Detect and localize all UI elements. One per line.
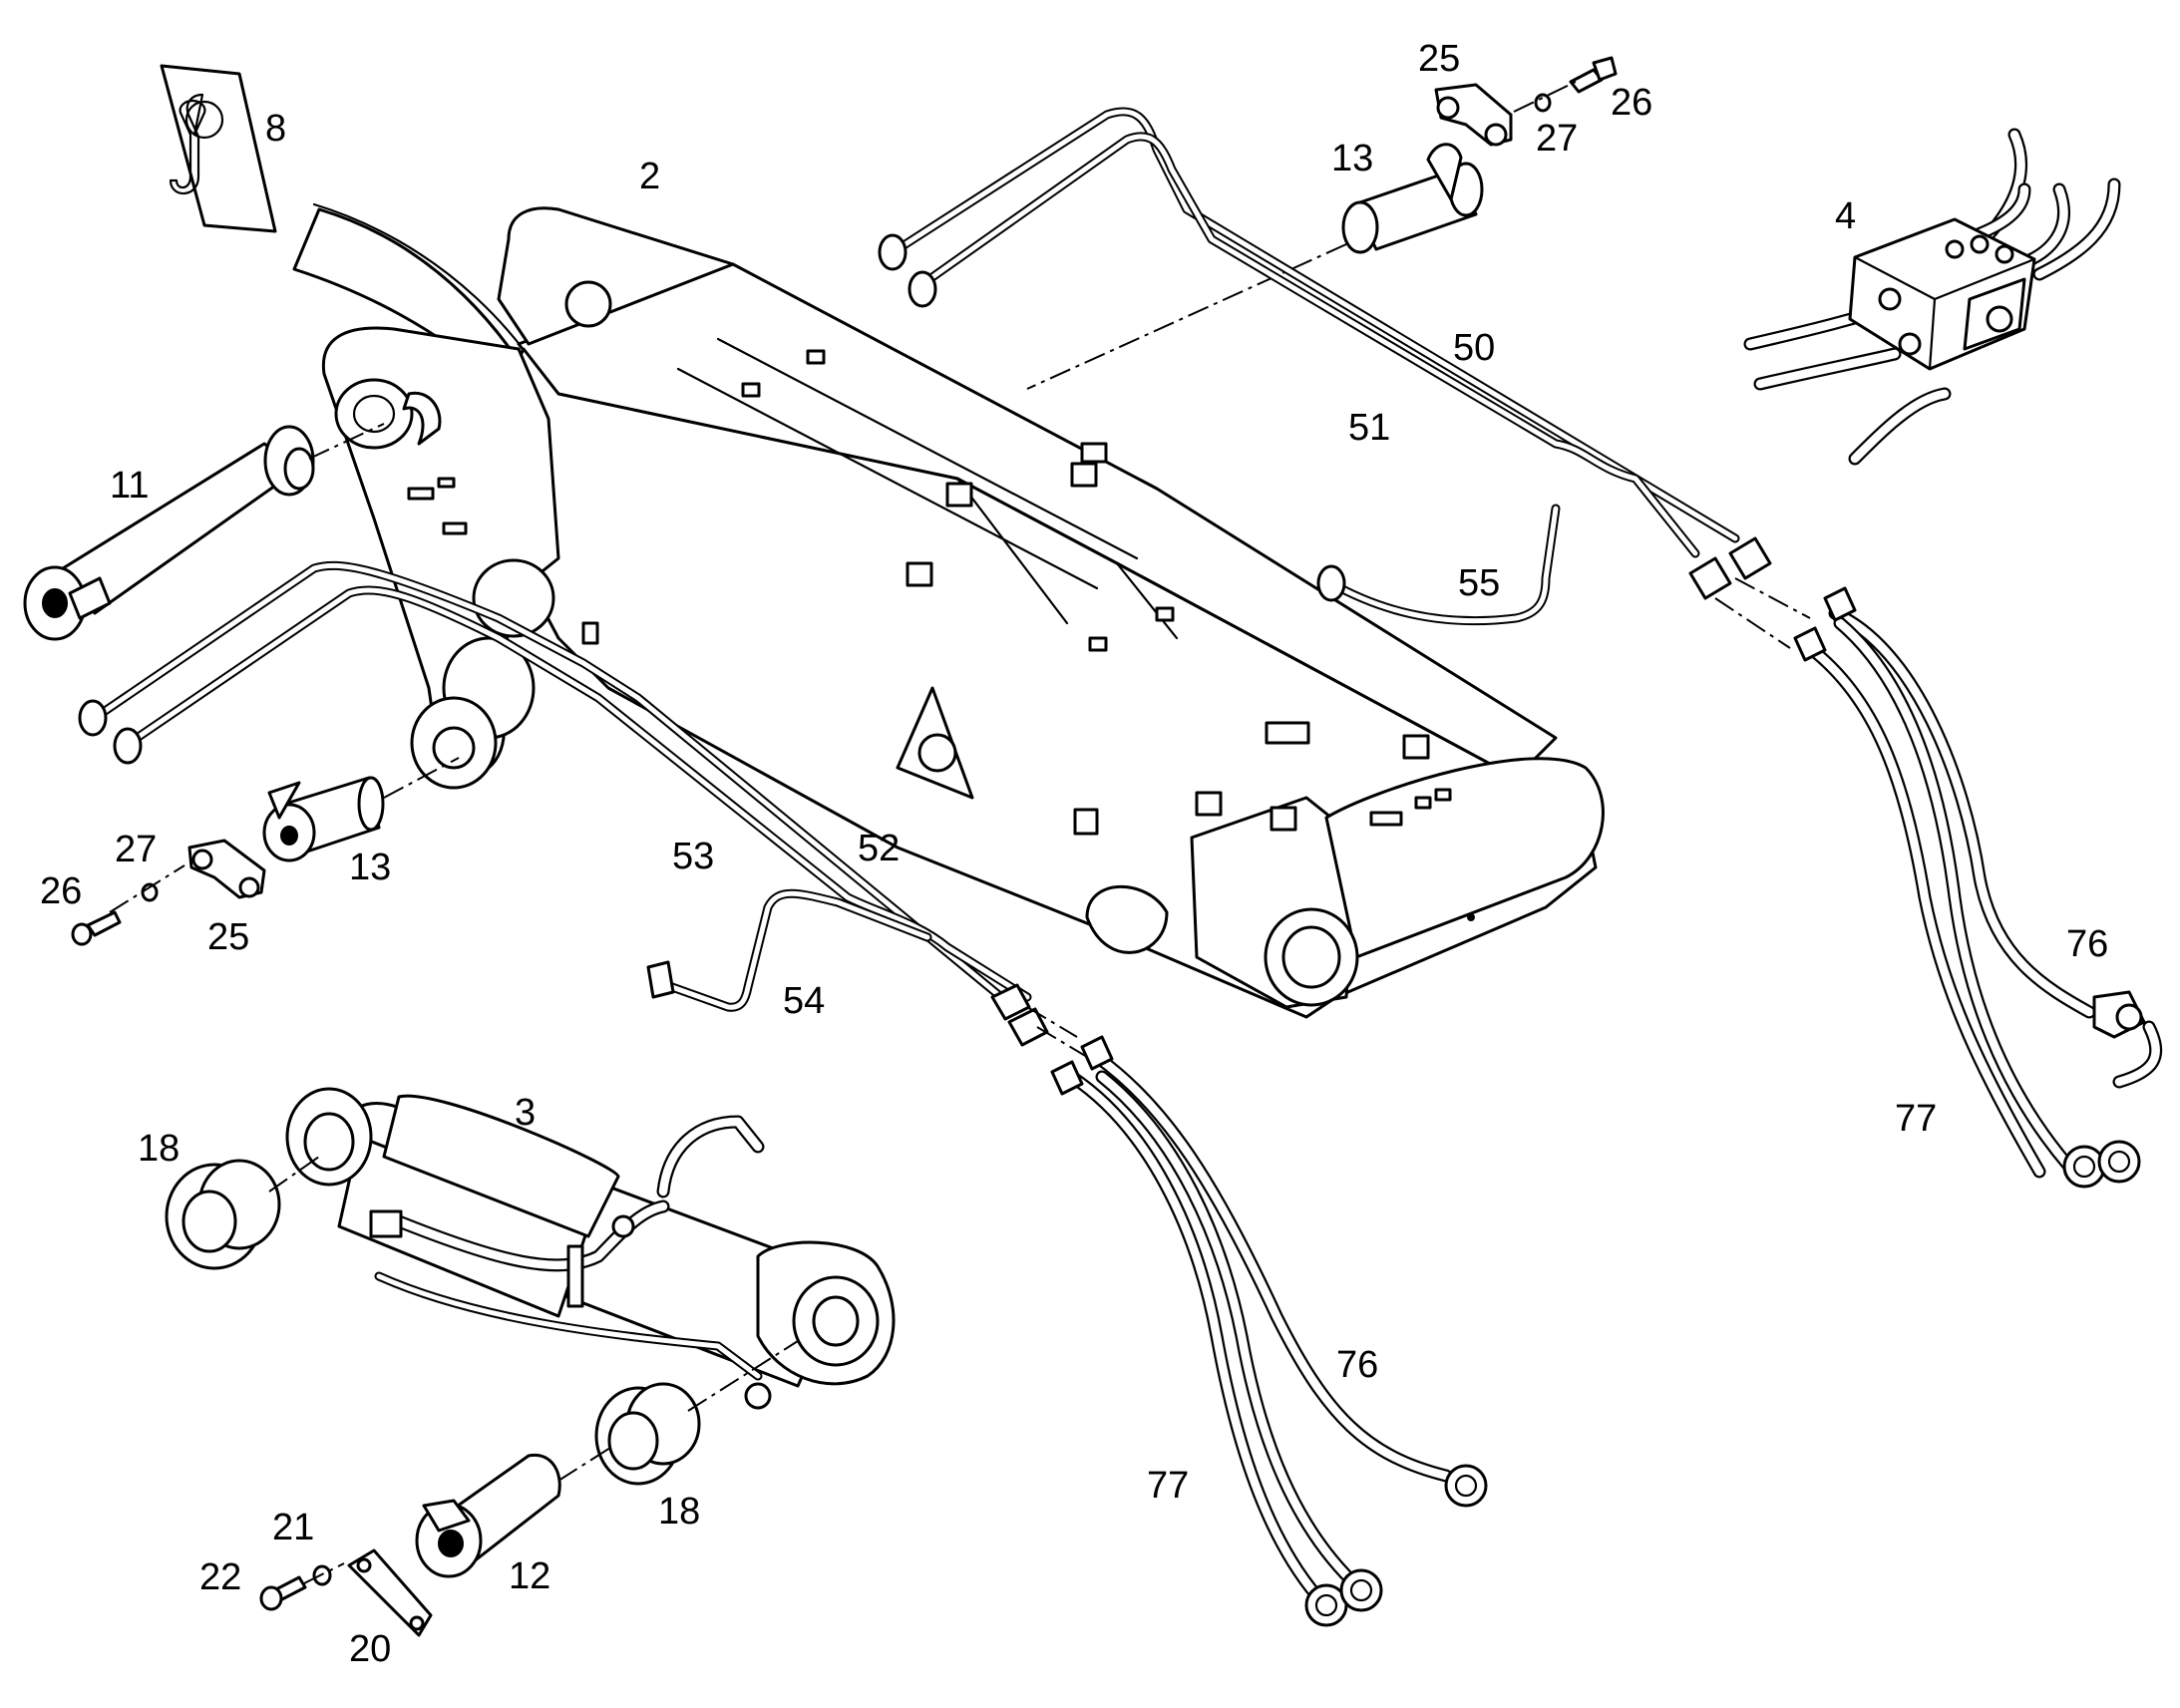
- hydraulic-hose-76-bottom: [1090, 1050, 1488, 1508]
- callout-13-lower: 13: [349, 847, 392, 888]
- hydraulic-pipe-54: [646, 888, 932, 1012]
- callout-21: 21: [272, 1507, 315, 1548]
- callout-22: 22: [199, 1556, 242, 1598]
- axis-line-lower-flanges: [1036, 1026, 1088, 1058]
- pivot-pin-11: [23, 425, 315, 641]
- pipe-flanges-upper-right: [1688, 536, 1772, 600]
- pipe-flanges-lower-left: [78, 699, 143, 765]
- hydraulic-pipe-52: [125, 585, 1032, 1002]
- callout-76-bottom: 76: [1336, 1344, 1379, 1386]
- hydraulic-hose-77-bottom: [1065, 1070, 1383, 1627]
- axis-line-13-upper: [1026, 243, 1347, 390]
- bushing-18-left: [165, 1159, 281, 1270]
- hydraulic-hose-76-right: [1828, 606, 2163, 1089]
- bolt-26-lower: [71, 910, 122, 946]
- pipe-flanges-lower-right: [990, 983, 1049, 1047]
- washer-27-upper: [1534, 93, 1552, 113]
- callout-27-upper: 27: [1536, 118, 1579, 160]
- callout-25-upper: 25: [1418, 38, 1461, 80]
- lock-plate-20: [347, 1548, 433, 1637]
- callout-55: 55: [1458, 562, 1501, 604]
- callout-76-right: 76: [2066, 923, 2109, 965]
- bushing-18-right: [594, 1382, 701, 1486]
- callout-4: 4: [1835, 195, 1857, 237]
- axis-line-12: [557, 1445, 614, 1482]
- callout-18-right: 18: [658, 1491, 701, 1533]
- callout-54: 54: [783, 980, 826, 1022]
- hydraulic-cylinder-3: [285, 1087, 896, 1410]
- pin-13-lower: [262, 776, 385, 862]
- axis-line-22: [303, 1562, 345, 1584]
- callout-26-lower: 26: [40, 870, 83, 912]
- bolt-26-upper: [1569, 56, 1618, 94]
- retainer-clip-25-lower: [187, 839, 266, 899]
- hydraulic-pipe-55: [1316, 504, 1561, 626]
- callout-13-upper: 13: [1331, 138, 1374, 179]
- callout-77-right: 77: [1895, 1098, 1938, 1140]
- axis-line-lower-flanges-2: [1026, 1006, 1078, 1038]
- axis-line-25-lower: [109, 864, 185, 913]
- axis-line-11: [308, 423, 385, 460]
- callout-8: 8: [265, 108, 287, 150]
- axis-line-upper-flanges-2: [1714, 597, 1791, 649]
- pipe-flanges-upper-left: [878, 233, 937, 308]
- callout-51: 51: [1348, 407, 1391, 449]
- callout-2: 2: [639, 156, 661, 197]
- callout-50: 50: [1453, 327, 1496, 369]
- callout-3: 3: [515, 1092, 537, 1134]
- hose-fittings-lower: [1050, 1035, 1114, 1096]
- hydraulic-pipe-53: [90, 560, 1012, 1007]
- callout-18-left: 18: [138, 1128, 181, 1170]
- callout-12: 12: [509, 1555, 551, 1597]
- pin-13-upper: [1341, 143, 1484, 254]
- callout-11: 11: [110, 465, 150, 507]
- callout-20: 20: [349, 1628, 392, 1670]
- pin-12: [415, 1453, 561, 1578]
- axis-line-13-lower: [383, 757, 460, 799]
- rear-mounting-bracket: [321, 326, 560, 790]
- lifting-point-sticker: [160, 64, 277, 233]
- axis-line-25-upper: [1513, 81, 1577, 113]
- callout-52: 52: [858, 828, 901, 869]
- callout-25-lower: 25: [207, 916, 250, 958]
- control-valve-block-4: [1743, 128, 2121, 466]
- retainer-clip-25-upper: [1434, 83, 1513, 147]
- hydraulic-pipe-51: [917, 132, 1700, 558]
- hydraulic-hose-77-right: [1803, 616, 2141, 1189]
- callout-27-lower: 27: [115, 829, 158, 870]
- callout-77-bottom: 77: [1147, 1465, 1190, 1507]
- callout-53: 53: [672, 836, 715, 877]
- axis-line-18-left: [268, 1156, 320, 1193]
- boom-arm: [467, 206, 1605, 1019]
- callout-26-upper: 26: [1611, 82, 1653, 124]
- axis-line-upper-flanges: [1734, 577, 1811, 619]
- bolt-22: [259, 1575, 307, 1611]
- hose-fittings-upper: [1793, 586, 1857, 662]
- axis-line-18-right: [687, 1340, 799, 1412]
